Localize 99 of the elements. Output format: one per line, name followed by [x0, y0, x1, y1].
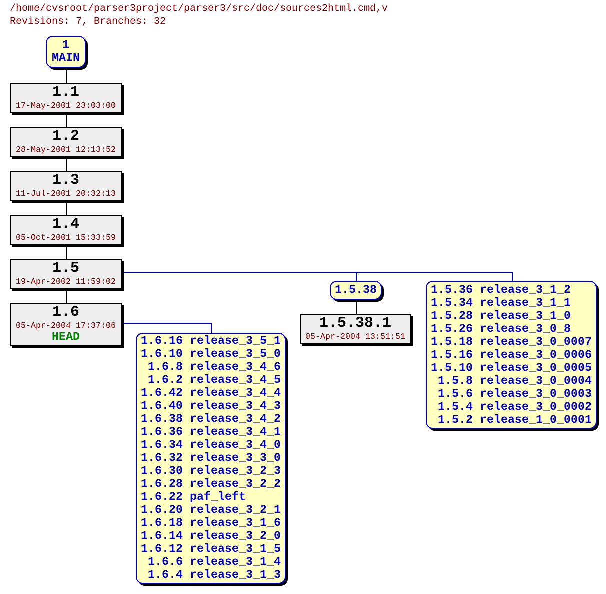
- tag-name: release_3_2_1: [190, 504, 281, 517]
- revision-date: 28-May-2001 12:13:52: [16, 145, 116, 155]
- tag-revision: 1.6.28: [141, 478, 184, 491]
- revision-number: 1.3: [52, 173, 80, 189]
- tag-revision: 1.6.8: [148, 361, 184, 374]
- branch-number: 1.5.38: [335, 284, 377, 297]
- tag-revision: 1.5.16: [431, 348, 474, 362]
- tag-name: release_3_5_1: [190, 335, 281, 348]
- tag-revision: 1.6.38: [141, 413, 184, 426]
- tag-revision: 1.6.10: [141, 348, 184, 361]
- tag-name: release_3_1_6: [190, 517, 281, 530]
- revision-box: [10, 83, 122, 113]
- tag-name: release_3_1_3: [190, 569, 281, 582]
- tag-list-box: [426, 281, 597, 429]
- revision-number: 1.4: [52, 217, 80, 233]
- tag-revision: 1.5.28: [431, 310, 474, 322]
- revision-date: 05-Oct-2001 15:33:59: [16, 233, 116, 243]
- tag-revision: 1.6.6: [148, 556, 184, 569]
- revision-date: 17-May-2001 23:03:00: [16, 101, 116, 111]
- branch-box: [46, 36, 86, 68]
- tag-revision: 1.5.4: [438, 400, 474, 414]
- revision-number: 1.1: [52, 85, 80, 101]
- tag-revision: 1.6.2: [148, 374, 184, 387]
- tag-name: release_3_1_0: [480, 310, 572, 322]
- tag-name: release_3_0_0006: [480, 348, 592, 362]
- revision-date: 19-Apr-2002 11:59:02: [16, 277, 116, 287]
- tag-list-box: [136, 333, 286, 584]
- connector-line: [66, 244, 67, 260]
- tag-revision: 1.6.36: [141, 426, 184, 439]
- connector-line: [66, 288, 67, 304]
- tag-revision: 1.5.18: [431, 336, 474, 348]
- tag-name: release_3_4_6: [190, 361, 281, 374]
- tag-name: release_3_4_1: [190, 426, 281, 439]
- connector-line: [122, 323, 212, 334]
- tag-name: release_3_0_0004: [480, 374, 592, 388]
- tag-name: release_3_1_1: [480, 296, 572, 310]
- tag-revision: 1.5.6: [438, 388, 474, 400]
- revision-summary: Revisions: 7, Branches: 32: [10, 17, 166, 29]
- tag-name: release_3_1_5: [190, 543, 281, 556]
- tag-revision: 1.5.2: [438, 414, 474, 426]
- revision-date: 05-Apr-2004 13:51:51: [306, 332, 406, 342]
- tag-name: release_3_0_0007: [480, 336, 592, 348]
- tag-revision: 1.5.36: [431, 284, 474, 296]
- tag-revision: 1.6.4: [148, 569, 184, 582]
- tag-name: paf_left: [190, 491, 247, 504]
- tag-name: release_3_5_0: [190, 348, 281, 361]
- revision-box: [10, 303, 122, 346]
- tag-revision: 1.6.16: [141, 335, 184, 348]
- tag-revision: 1.6.42: [141, 387, 184, 400]
- tag-revision: 1.6.40: [141, 400, 184, 413]
- head-tag: HEAD: [52, 331, 80, 344]
- tag-revision: 1.6.20: [141, 504, 184, 517]
- revision-number: 1.6: [52, 305, 80, 321]
- tag-revision: 1.6.14: [141, 530, 184, 543]
- tag-name: release_3_0_0002: [480, 400, 592, 414]
- revision-box: [10, 259, 122, 289]
- tag-revision: 1.6.22: [141, 491, 184, 504]
- file-path-title: /home/cvsroot/parser3project/parser3/src/doc/sources2html.cmd,v: [10, 4, 388, 16]
- tag-name: release_3_4_4: [190, 387, 281, 400]
- tag-revision: 1.6.18: [141, 517, 184, 530]
- tag-name: release_3_1_2: [480, 284, 572, 296]
- tag-name: release_3_3_0: [190, 452, 281, 465]
- tag-revision: 1.5.8: [438, 374, 474, 388]
- connector-line: [66, 112, 67, 128]
- tag-revision: 1.5.26: [431, 322, 474, 336]
- tag-name: release_3_2_3: [190, 465, 281, 478]
- revision-number: 1.5.38.1: [319, 316, 392, 332]
- branch-name: MAIN: [52, 52, 80, 65]
- revision-number: 1.5: [52, 261, 80, 277]
- tag-name: release_3_0_0005: [480, 362, 592, 374]
- tag-name: release_1_0_0001: [480, 414, 592, 426]
- revision-box: [10, 127, 122, 157]
- tag-name: release_3_1_4: [190, 556, 281, 569]
- revision-number: 1.2: [52, 129, 80, 145]
- connector-line: [66, 68, 67, 84]
- tag-revision: 1.5.10: [431, 362, 474, 374]
- tag-name: release_3_4_3: [190, 400, 281, 413]
- revision-date: 11-Jul-2001 20:32:13: [16, 189, 116, 199]
- tag-revision: 1.5.34: [431, 296, 474, 310]
- tag-name: release_3_4_5: [190, 374, 281, 387]
- connector-line: [66, 156, 67, 172]
- tag-name: release_3_0_8: [480, 322, 572, 336]
- tag-name: release_3_4_0: [190, 439, 281, 452]
- revision-date: 05-Apr-2004 17:37:06: [16, 321, 116, 331]
- revision-box: [10, 215, 122, 245]
- tag-name: release_3_4_2: [190, 413, 281, 426]
- tag-revision: 1.6.12: [141, 543, 184, 556]
- tag-name: release_3_0_0003: [480, 388, 592, 400]
- branch-number: 1: [62, 39, 70, 52]
- connector-line: [66, 200, 67, 216]
- tag-name: release_3_2_0: [190, 530, 281, 543]
- tag-revision: 1.6.32: [141, 452, 184, 465]
- connector-line: [356, 300, 357, 314]
- revision-box: [300, 314, 411, 344]
- tag-name: release_3_2_2: [190, 478, 281, 491]
- branch-box: [330, 281, 382, 300]
- tag-revision: 1.6.30: [141, 465, 184, 478]
- revision-box: [10, 171, 122, 201]
- tag-revision: 1.6.34: [141, 439, 184, 452]
